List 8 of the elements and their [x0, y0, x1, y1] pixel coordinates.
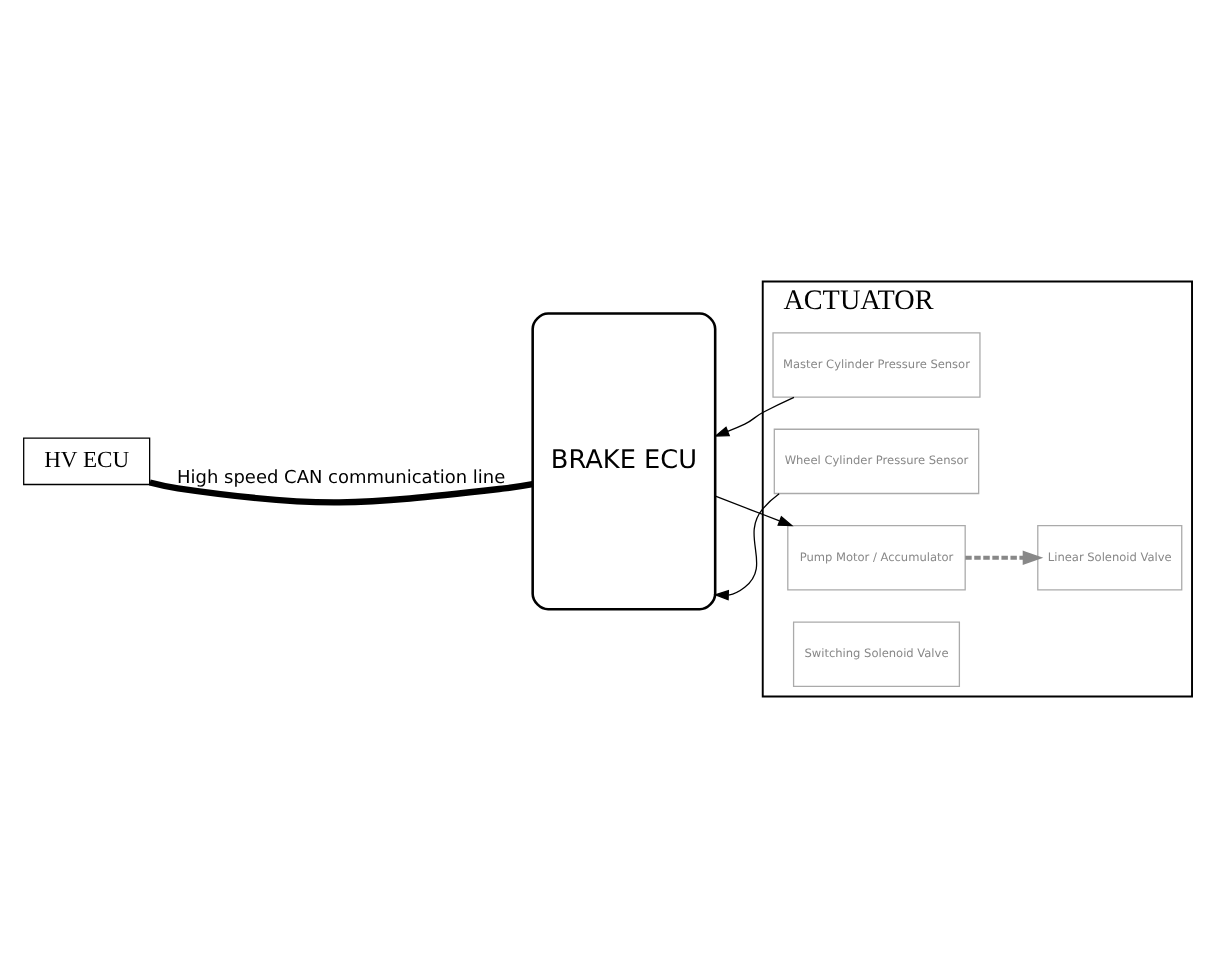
- node-box: HV ECU: [23, 436, 151, 485]
- edge-label: High speed CAN communication line: [177, 468, 506, 489]
- arrow: [713, 492, 780, 600]
- arrow: [965, 549, 1044, 564]
- connector: [149, 478, 534, 505]
- arrow: [713, 395, 795, 436]
- arrow: [714, 494, 794, 526]
- node-box: BRAKE ECU: [531, 311, 717, 610]
